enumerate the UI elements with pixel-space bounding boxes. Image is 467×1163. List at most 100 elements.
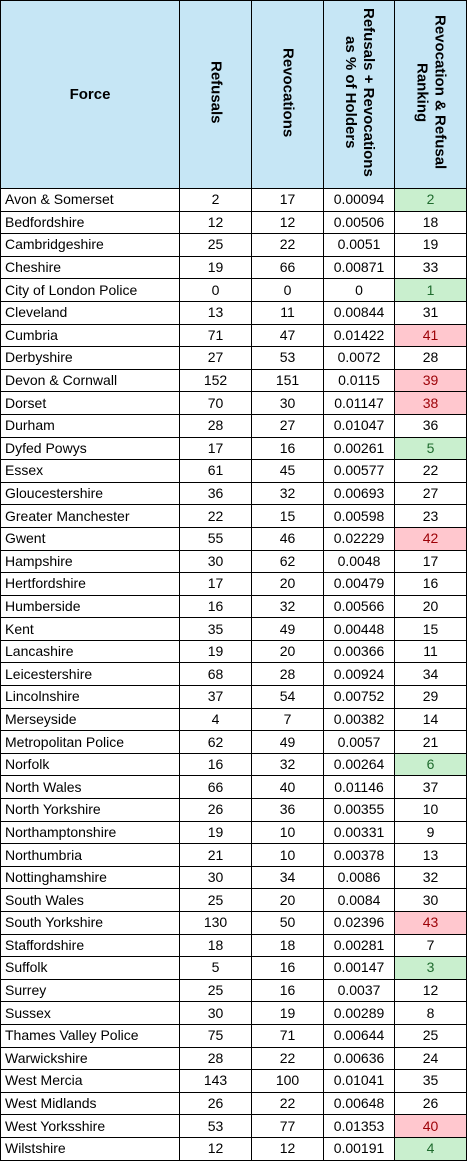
refusals-cell: 22 [179,504,252,528]
rank-cell: 28 [394,346,467,370]
force-cell: Merseyside [0,707,180,732]
header-revocations-label: Revocations [279,47,297,138]
refusals-cell: 16 [179,752,252,777]
refusals-cell: 17 [179,436,252,461]
force-cell: Lincolnshire [0,685,180,709]
force-cell: Leicestershire [0,662,180,687]
force-cell: Gwent [0,526,180,551]
refusals-cell: 16 [179,594,252,619]
rank-cell: 36 [394,413,467,438]
force-cell: West Yorksshire [0,1114,180,1138]
refusals-cell: 61 [179,459,252,483]
refusals-cell: 130 [179,911,252,935]
header-force: Force [0,0,180,189]
rank-cell: 40 [394,1114,467,1138]
percent-cell: 0.00844 [323,300,395,325]
percent-cell: 0.00479 [323,572,395,596]
rank-cell: 11 [394,639,467,664]
rank-cell: 2 [394,188,467,212]
rank-cell: 7 [394,933,467,958]
revocations-cell: 71 [251,1023,324,1048]
refusals-cell: 27 [179,346,252,370]
percent-cell: 0.02229 [323,526,395,551]
revocations-cell: 11 [251,300,324,325]
force-cell: Staffordshire [0,933,180,958]
revocations-cell: 22 [251,233,324,257]
percent-cell: 0.00871 [323,255,395,280]
rank-cell: 5 [394,436,467,461]
revocations-cell: 45 [251,459,324,483]
refusals-cell: 17 [179,572,252,596]
percent-cell: 0.01047 [323,413,395,438]
revocations-cell: 20 [251,639,324,664]
percent-cell: 0.00331 [323,820,395,845]
rank-cell: 18 [394,210,467,235]
refusals-cell: 25 [179,233,252,257]
rank-cell: 17 [394,549,467,574]
percent-cell: 0.00693 [323,481,395,506]
percent-cell: 0.00648 [323,1091,395,1116]
force-cell: Devon & Cornwall [0,368,180,393]
revocations-cell: 66 [251,255,324,280]
header-refusals-label: Refusals [207,61,225,124]
rank-cell: 6 [394,752,467,777]
revocations-cell: 16 [251,956,324,980]
percent-cell: 0.00261 [323,436,395,461]
percent-cell: 0.00924 [323,662,395,687]
refusals-cell: 28 [179,1046,252,1071]
percent-cell: 0.0051 [323,233,395,257]
rank-cell: 33 [394,255,467,280]
revocations-cell: 32 [251,752,324,777]
force-cell: Cleveland [0,300,180,325]
revocations-cell: 49 [251,617,324,641]
header-revocations: Revocations [251,0,324,189]
refusals-cell: 36 [179,481,252,506]
refusals-cell: 2 [179,188,252,212]
revocations-cell: 20 [251,572,324,596]
force-cell: Norfolk [0,752,180,777]
force-cell: South Wales [0,888,180,912]
percent-cell: 0.0057 [323,730,395,754]
percent-cell: 0.0048 [323,549,395,574]
percent-cell: 0.01353 [323,1114,395,1138]
rank-cell: 10 [394,798,467,822]
force-cell: Essex [0,459,180,483]
force-cell: Durham [0,413,180,438]
percent-cell: 0.00264 [323,752,395,777]
force-cell: South Yorkshire [0,911,180,935]
revocations-cell: 28 [251,662,324,687]
force-cell: Dorset [0,391,180,415]
revocations-cell: 18 [251,933,324,958]
force-cell: Cheshire [0,255,180,280]
percent-cell: 0.00566 [323,594,395,619]
percent-cell: 0.0115 [323,368,395,393]
force-cell: Northamptonshire [0,820,180,845]
rank-cell: 14 [394,707,467,732]
refusals-cell: 26 [179,798,252,822]
revocations-cell: 62 [251,549,324,574]
refusals-cell: 35 [179,617,252,641]
percent-cell: 0.01146 [323,775,395,800]
percent-cell: 0.00382 [323,707,395,732]
rank-cell: 26 [394,1091,467,1116]
rank-cell: 38 [394,391,467,415]
refusals-cell: 18 [179,933,252,958]
refusals-cell: 55 [179,526,252,551]
refusals-cell: 71 [179,323,252,348]
refusals-cell: 62 [179,730,252,754]
percent-cell: 0.01041 [323,1069,395,1093]
rank-cell: 24 [394,1046,467,1071]
